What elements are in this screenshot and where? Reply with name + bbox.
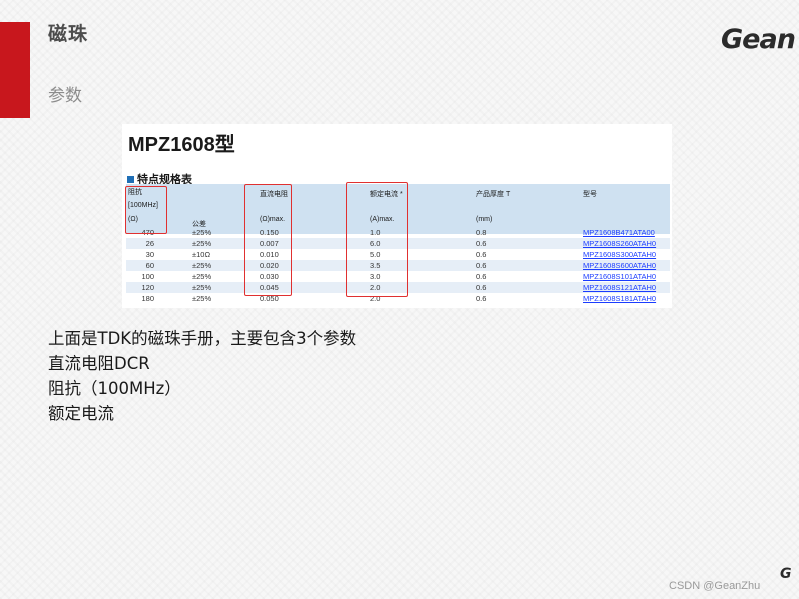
table-header: 阻抗 [100MHz] (Ω) 公差 直流电阻 (Ω)max. 额定电流 * (…: [126, 184, 670, 234]
cell-current: 2.0: [370, 283, 381, 292]
part-number-link[interactable]: MPZ1608B471ATA00: [583, 228, 655, 237]
cell-tolerance: ±25%: [192, 294, 212, 303]
cell-thickness: 0.6: [476, 272, 487, 281]
corner-logo: G: [780, 566, 792, 582]
cell-impedance: 30: [145, 250, 154, 259]
cell-tolerance: ±25%: [192, 283, 212, 292]
cell-tolerance: ±25%: [192, 228, 212, 237]
brand-logo: Gean: [721, 24, 796, 55]
header-thickness: 产品厚度 T: [476, 191, 511, 198]
part-number-link[interactable]: MPZ1608S300ATAH0: [583, 250, 657, 259]
table-row: 30 ±10Ω 0.010 5.0 0.6 MPZ1608S300ATAH0: [126, 249, 670, 260]
body-line-dcr: 直流电阻DCR: [48, 354, 150, 373]
cell-thickness: 0.6: [476, 261, 487, 270]
body-line-current: 额定电流: [48, 404, 114, 423]
table-row: 120 ±25% 0.045 2.0 0.6 MPZ1608S121ATAH0: [126, 282, 670, 293]
table-row: 60 ±25% 0.020 3.5 0.6 MPZ1608S600ATAH0: [126, 260, 670, 271]
highlight-box-current: [346, 182, 408, 297]
cell-impedance: 26: [145, 239, 154, 248]
cell-dcr: 0.010: [260, 250, 279, 259]
header-part-number: 型号: [583, 191, 597, 198]
cell-dcr: 0.150: [260, 228, 279, 237]
cell-thickness: 0.6: [476, 294, 487, 303]
table-row: 470 ±25% 0.150 1.0 0.8 MPZ1608B471ATA00: [126, 227, 670, 238]
square-bullet-icon: [127, 175, 134, 183]
table-row: 26 ±25% 0.007 6.0 0.6 MPZ1608S260ATAH0: [126, 238, 670, 249]
cell-thickness: 0.8: [476, 228, 487, 237]
header-impedance-unit: (Ω): [128, 216, 138, 223]
cell-current: 2.0: [370, 294, 381, 303]
cell-thickness: 0.6: [476, 239, 487, 248]
cell-dcr: 0.045: [260, 283, 279, 292]
cell-tolerance: ±25%: [192, 261, 212, 270]
cell-current: 1.0: [370, 228, 381, 237]
cell-tolerance: ±25%: [192, 272, 212, 281]
header-current: 额定电流 *: [370, 191, 403, 198]
body-line-intro: 上面是TDK的磁珠手册，主要包含3个参数: [48, 329, 357, 348]
header-dcr-unit: (Ω)max.: [260, 216, 286, 223]
cell-tolerance: ±25%: [192, 239, 212, 248]
cell-dcr: 0.030: [260, 272, 279, 281]
cell-impedance: 180: [141, 294, 154, 303]
cell-impedance: 120: [141, 283, 154, 292]
cell-thickness: 0.6: [476, 283, 487, 292]
cell-impedance: 470: [141, 228, 154, 237]
part-number-link[interactable]: MPZ1608S121ATAH0: [583, 283, 657, 292]
header-impedance: 阻抗: [128, 189, 142, 196]
cell-current: 6.0: [370, 239, 381, 248]
body-line-impedance: 阻抗（100MHz）: [48, 379, 181, 398]
watermark-text: CSDN @GeanZhu: [669, 580, 761, 592]
part-number-link[interactable]: MPZ1608S600ATAH0: [583, 261, 657, 270]
datasheet-title: MPZ1608型: [128, 134, 235, 156]
header-impedance-freq: [100MHz]: [128, 202, 158, 209]
cell-dcr: 0.020: [260, 261, 279, 270]
header-current-unit: (A)max.: [370, 216, 395, 223]
cell-current: 5.0: [370, 250, 381, 259]
header-dcr: 直流电阻: [260, 191, 288, 198]
cell-tolerance: ±10Ω: [192, 250, 211, 259]
cell-thickness: 0.6: [476, 250, 487, 259]
cell-impedance: 100: [141, 272, 154, 281]
cell-current: 3.5: [370, 261, 381, 270]
table-row: 100 ±25% 0.030 3.0 0.6 MPZ1608S101ATAH0: [126, 271, 670, 282]
cell-dcr: 0.007: [260, 239, 279, 248]
part-number-link[interactable]: MPZ1608S260ATAH0: [583, 239, 657, 248]
cell-current: 3.0: [370, 272, 381, 281]
part-number-link[interactable]: MPZ1608S181ATAH0: [583, 294, 657, 303]
accent-bar: [0, 22, 30, 118]
cell-dcr: 0.050: [260, 294, 279, 303]
table-row: 180 ±25% 0.050 2.0 0.6 MPZ1608S181ATAH0: [126, 293, 670, 304]
highlight-box-impedance: [125, 186, 167, 234]
section-label: 特点规格表: [127, 171, 192, 187]
datasheet-image: MPZ1608型 特点规格表 阻抗 [100MHz] (Ω) 公差 直流电阻 (…: [122, 124, 672, 308]
cell-impedance: 60: [145, 261, 154, 270]
part-number-link[interactable]: MPZ1608S101ATAH0: [583, 272, 657, 281]
highlight-box-dcr: [244, 184, 292, 296]
header-thickness-unit: (mm): [476, 216, 493, 223]
slide-title: 磁珠: [48, 23, 89, 45]
slide-subtitle: 参数: [48, 86, 82, 106]
section-label-text: 特点规格表: [137, 173, 192, 186]
header-tolerance: 公差: [192, 221, 206, 228]
